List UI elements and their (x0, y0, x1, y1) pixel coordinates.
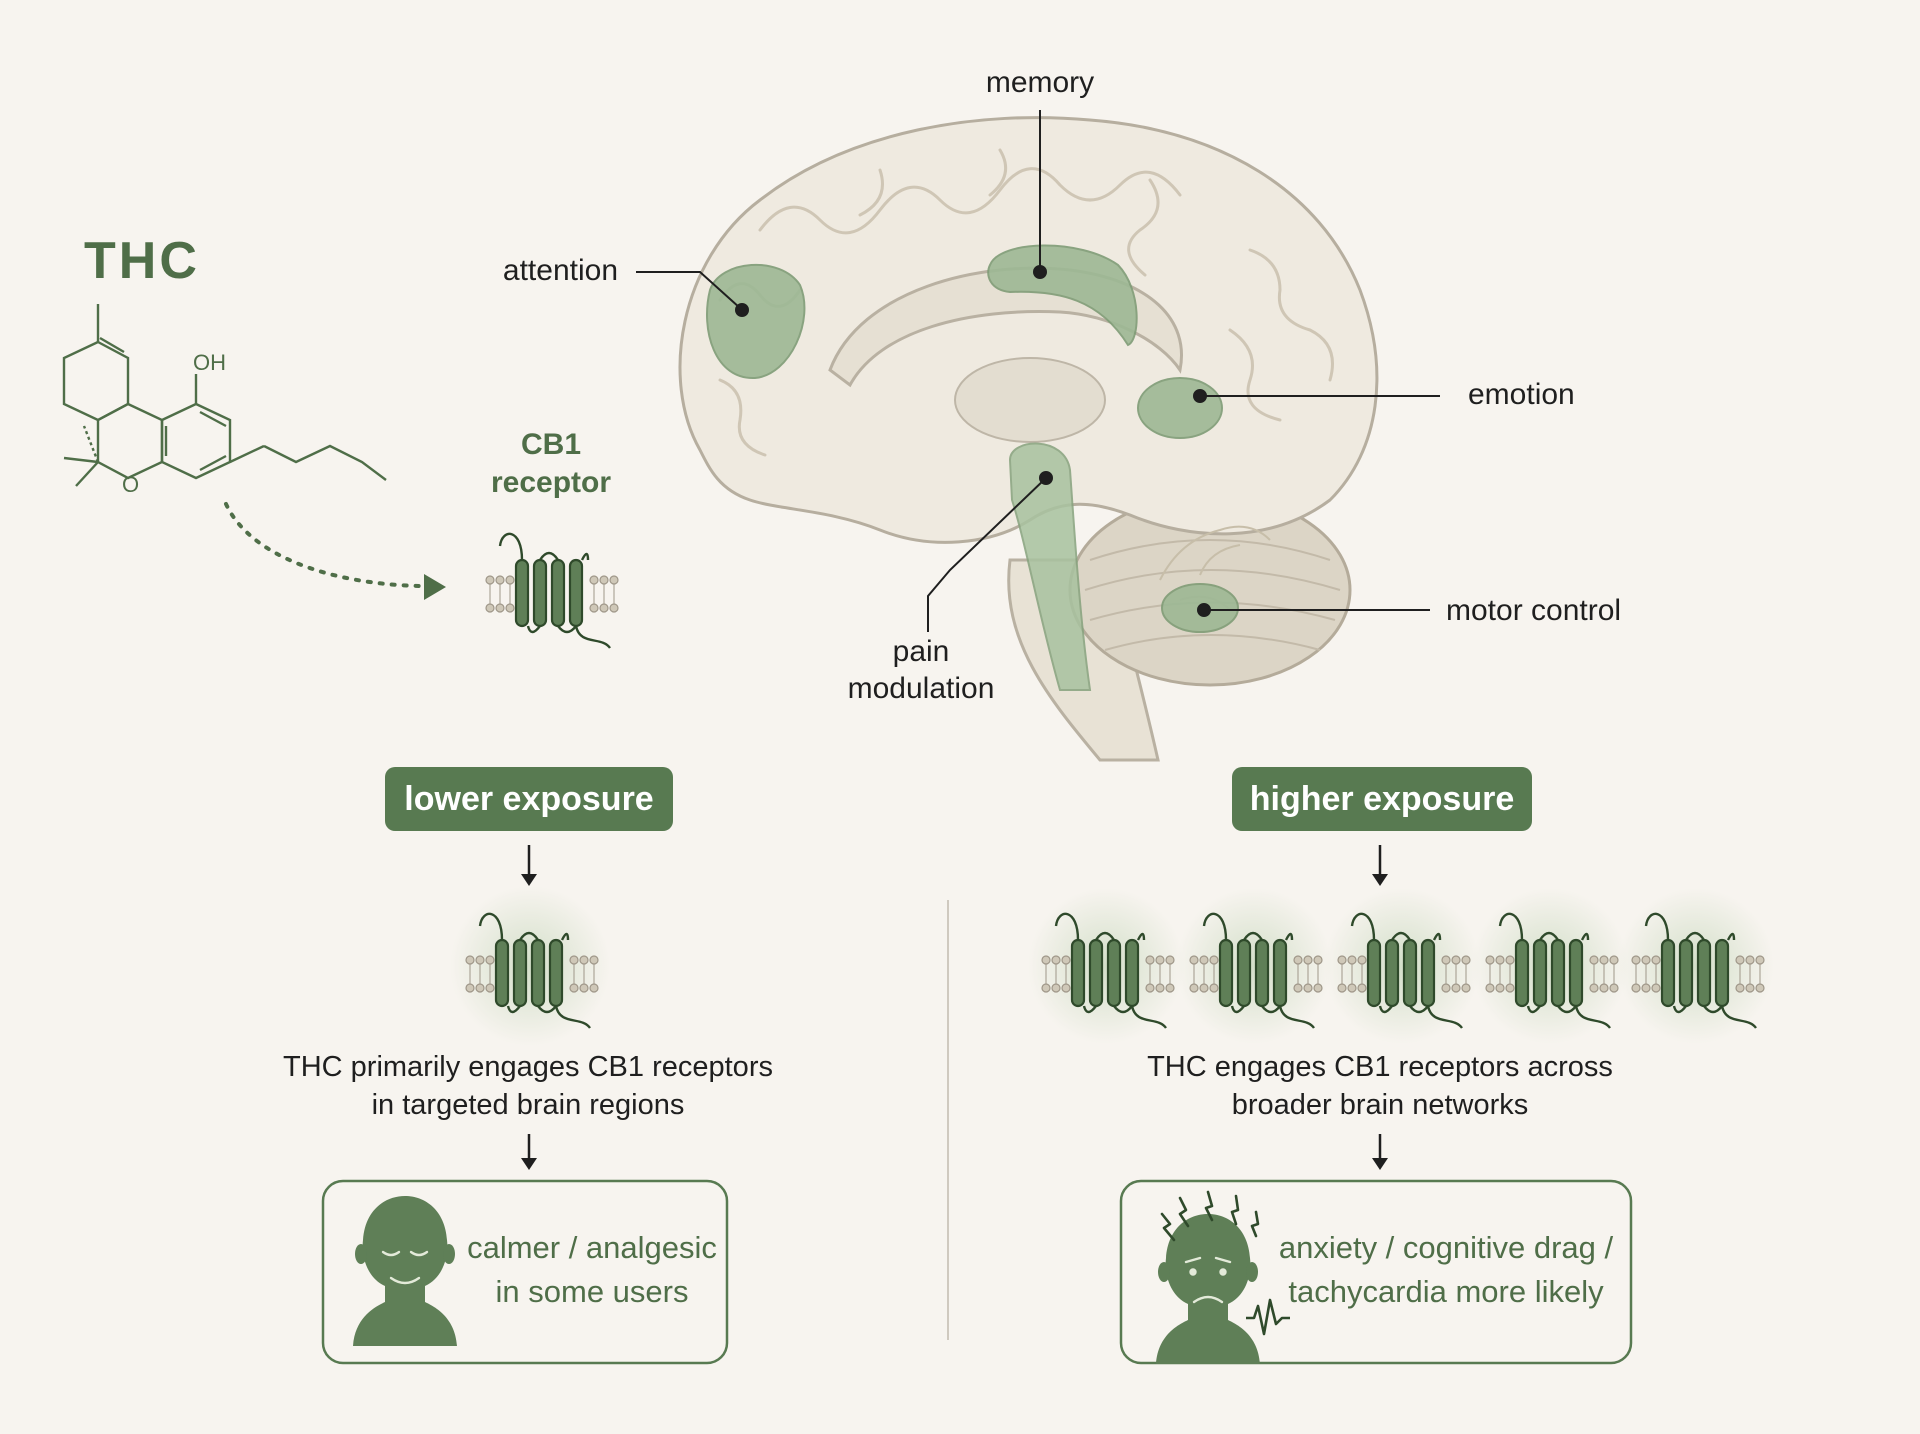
heart-rate-icon (1246, 1298, 1290, 1336)
higher-arrow-2 (1372, 1134, 1388, 1170)
stress-lightning-icon (1160, 1190, 1260, 1242)
cb1-receptor-icon (484, 532, 620, 650)
lower-arrow-2 (521, 1134, 537, 1170)
higher-effect-line2: tachycardia more likely (1288, 1274, 1604, 1309)
cb1-label-line1: CB1 (521, 428, 581, 461)
region-leaders (636, 110, 1440, 632)
higher-desc-line2: broader brain networks (1232, 1089, 1529, 1121)
binding-arrowhead (424, 574, 446, 600)
thc-molecule (62, 304, 387, 487)
higher-effect-line1: anxiety / cognitive drag / (1279, 1230, 1614, 1265)
label-attention: attention (503, 254, 618, 287)
binding-arrow (224, 502, 422, 588)
lower-effect-box (321, 1179, 729, 1365)
higher-exposure-label: higher exposure (1250, 780, 1515, 818)
lower-receptor-glow (450, 886, 610, 1046)
region-pain (1008, 442, 1092, 691)
cb1-label-line2: receptor (491, 466, 611, 499)
anxious-face-features (1184, 1256, 1232, 1304)
calm-face-icon (353, 1196, 457, 1346)
lower-effect-line1: calmer / analgesic (467, 1230, 717, 1265)
lower-effect-line2: in some users (496, 1274, 689, 1309)
label-emotion: emotion (1468, 378, 1575, 411)
region-emotion (1137, 377, 1223, 439)
higher-exposure-pill (1232, 767, 1532, 831)
lower-desc-line1: THC primarily engages CB1 receptors (283, 1051, 773, 1083)
label-pain-line1: pain (893, 635, 950, 668)
lower-exposure-pill (385, 767, 673, 831)
higher-effect-box (1119, 1179, 1633, 1365)
lower-exposure-label: lower exposure (404, 780, 653, 818)
brain-illustration (678, 116, 1379, 762)
region-memory (987, 244, 1138, 347)
lower-arrow-1 (521, 845, 537, 886)
thc-title: THC (84, 232, 200, 290)
label-memory: memory (986, 66, 1094, 99)
label-motor-control: motor control (1446, 594, 1621, 627)
calm-face-features (381, 1250, 429, 1285)
region-attention (706, 264, 806, 380)
higher-arrow-1 (1372, 845, 1388, 886)
label-pain-line2: modulation (848, 672, 995, 705)
lower-desc-line2: in targeted brain regions (372, 1089, 685, 1121)
thc-oh-label: OH (193, 350, 226, 375)
higher-desc-line1: THC engages CB1 receptors across (1147, 1051, 1613, 1083)
thc-o-label: O (122, 472, 139, 497)
higher-receptor-row (1028, 888, 1774, 1044)
